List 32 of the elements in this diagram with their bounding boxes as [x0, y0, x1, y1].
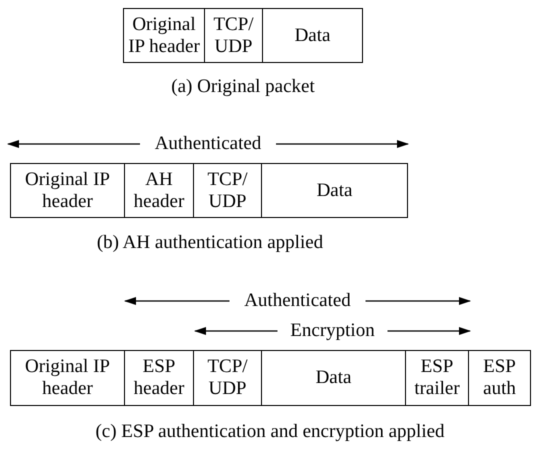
header-field-box [405, 350, 469, 406]
span-label: Encryption [290, 320, 375, 342]
header-field-box [193, 163, 262, 218]
header-field-box [124, 163, 194, 218]
caption: (b) AH authentication applied [96, 232, 324, 254]
field-label: Original IP header [24, 168, 111, 212]
field-label: Original IP header [128, 14, 200, 58]
header-field-box [123, 8, 205, 63]
field-label: TCP/ UDP [212, 14, 255, 58]
header-field-box [204, 8, 263, 63]
header-field-box [468, 350, 531, 406]
field-label: Original IP header [24, 356, 111, 400]
span-label: Authenticated [154, 133, 262, 155]
field-label: ESP trailer [413, 356, 461, 400]
header-field-box [262, 8, 363, 63]
field-label: TCP/ UDP [206, 168, 249, 212]
header-field-box [261, 163, 408, 218]
field-label: TCP/ UDP [206, 356, 249, 400]
field-label: Data [316, 367, 352, 389]
caption: (c) ESP authentication and encryption applied [95, 421, 445, 443]
header-field-box [261, 350, 406, 406]
field-label: Data [294, 24, 330, 46]
caption: (a) Original packet [171, 76, 315, 98]
field-label: AH header [132, 168, 186, 212]
header-field-box [193, 350, 262, 406]
field-label: ESP auth [482, 356, 517, 400]
field-label: ESP header [132, 356, 186, 400]
header-field-box [10, 350, 125, 406]
field-label: Data [316, 180, 352, 202]
header-field-box [10, 163, 125, 218]
span-label: Authenticated [244, 290, 351, 312]
header-field-box [124, 350, 194, 406]
